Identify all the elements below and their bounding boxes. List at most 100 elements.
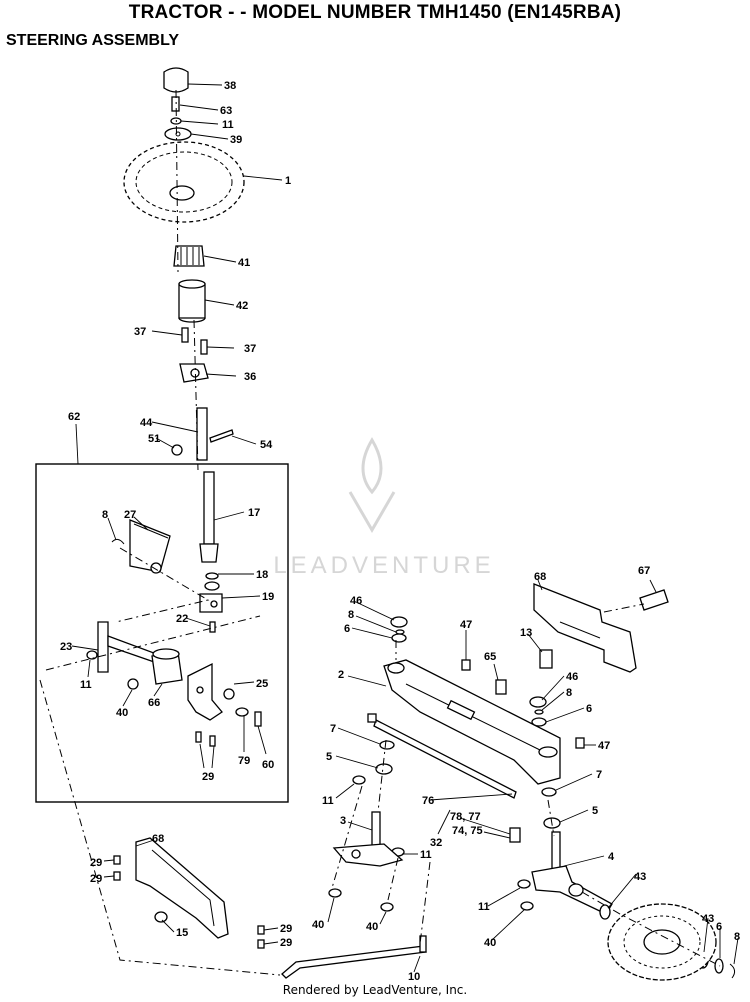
callout-54: 54 <box>260 439 273 451</box>
callout-79: 79 <box>238 755 250 767</box>
part-38-cap[interactable] <box>163 67 189 93</box>
part-15-bushing[interactable] <box>154 911 168 923</box>
part-17-steering-shaft[interactable] <box>199 471 219 563</box>
callout-11: 11 <box>222 119 234 131</box>
watermark-text: LEADVENTURE <box>273 552 495 579</box>
part-36-bracket[interactable] <box>179 363 209 383</box>
callout-36: 36 <box>244 371 256 383</box>
callout-40a: 40 <box>312 919 324 931</box>
part-63-bolt[interactable] <box>171 96 180 112</box>
part-41-adapter[interactable] <box>173 245 205 267</box>
part-42-sleeve[interactable] <box>178 279 206 323</box>
callout-40c: 40 <box>484 937 496 949</box>
callout-29d: 29 <box>280 937 292 949</box>
callout-29-kit: 29 <box>202 771 214 783</box>
callout-38: 38 <box>224 80 236 92</box>
part-40-nuts-axle[interactable] <box>328 888 534 912</box>
part-51-nut[interactable] <box>171 444 183 456</box>
part-76-drag-link[interactable] <box>367 713 517 799</box>
callout-10: 10 <box>408 971 420 983</box>
callout-5b: 5 <box>592 805 598 817</box>
callout-37a: 37 <box>134 326 146 338</box>
callout-4: 4 <box>608 851 615 863</box>
part-78-ball-joint[interactable] <box>509 827 521 843</box>
callout-40b: 40 <box>366 921 378 933</box>
part-66-bushing[interactable] <box>151 648 183 685</box>
callout-8c: 8 <box>734 931 740 943</box>
part-68-bracket-right[interactable] <box>533 583 637 673</box>
part-7-washers[interactable] <box>379 740 557 797</box>
callout-66: 66 <box>148 697 160 709</box>
callout-29c: 29 <box>280 923 292 935</box>
callout-19: 19 <box>262 591 274 603</box>
kit-62-box <box>35 463 289 803</box>
part-79-washer[interactable] <box>235 707 249 717</box>
leader-lines <box>71 83 739 973</box>
callout-47b: 47 <box>598 740 610 752</box>
part-29-screws-kit[interactable] <box>195 731 216 747</box>
callout-5a: 5 <box>326 751 332 763</box>
callout-2: 2 <box>338 669 344 681</box>
callout-labels: 38 63 11 39 1 41 42 37 37 36 62 44 51 54… <box>60 80 740 983</box>
watermark-logo <box>348 437 396 533</box>
front-tire[interactable] <box>607 903 717 981</box>
callout-63: 63 <box>220 105 232 117</box>
callout-39: 39 <box>230 134 242 146</box>
callout-11c: 11 <box>478 901 490 913</box>
part-39-plate[interactable] <box>164 127 192 141</box>
callout-43a: 43 <box>634 871 646 883</box>
callout-23: 23 <box>60 641 72 653</box>
callout-13: 13 <box>520 627 532 639</box>
callout-42: 42 <box>236 300 248 312</box>
callout-7a: 7 <box>330 723 336 735</box>
part-44-shaft[interactable] <box>196 407 208 461</box>
callout-17: 17 <box>248 507 260 519</box>
callout-27: 27 <box>124 509 136 521</box>
part-2-front-axle[interactable] <box>383 659 561 785</box>
part-23-pitman-arm[interactable] <box>97 621 163 673</box>
part-25-bracket[interactable] <box>187 662 235 721</box>
part-4-spindle-right[interactable] <box>531 831 613 915</box>
part-8-clip[interactable] <box>111 538 125 545</box>
callout-41: 41 <box>238 257 250 269</box>
callout-47a: 47 <box>460 619 472 631</box>
callout-74-75: 74, 75 <box>452 825 483 837</box>
callout-32: 32 <box>430 837 442 849</box>
callout-6a: 6 <box>344 623 350 635</box>
callout-8a: 8 <box>348 609 354 621</box>
part-27-sector-gear[interactable] <box>129 519 171 574</box>
callout-22: 22 <box>176 613 188 625</box>
part-67-bolt[interactable] <box>639 589 669 611</box>
part-22-screw[interactable] <box>209 621 216 633</box>
part-13-spacer[interactable] <box>539 649 553 669</box>
part-10-rod[interactable] <box>281 935 427 979</box>
part-18-bearing[interactable] <box>204 572 220 591</box>
callout-7b: 7 <box>596 769 602 781</box>
callout-68-right: 68 <box>534 571 546 583</box>
part-1-steering-wheel[interactable] <box>123 141 245 223</box>
callout-1: 1 <box>285 175 291 187</box>
part-11-washer-kit[interactable] <box>86 650 98 660</box>
callout-8: 8 <box>102 509 108 521</box>
part-40-nut-kit[interactable] <box>127 678 139 690</box>
section-title: STEERING ASSEMBLY <box>6 32 180 49</box>
callout-40-kit: 40 <box>116 707 128 719</box>
callout-46b: 46 <box>566 671 578 683</box>
part-6-8-tire-hardware[interactable] <box>714 958 736 979</box>
callout-29b: 29 <box>90 873 102 885</box>
part-60-bolt[interactable] <box>254 711 262 727</box>
part-3-spindle-left[interactable] <box>332 811 404 867</box>
callout-46a: 46 <box>350 595 362 607</box>
callout-60: 60 <box>262 759 274 771</box>
callout-37b: 37 <box>244 343 256 355</box>
callout-68-left: 68 <box>152 833 164 845</box>
callout-11b: 11 <box>420 849 432 861</box>
part-54-bolt[interactable] <box>209 429 234 443</box>
callout-11a: 11 <box>322 795 334 807</box>
callout-11-kit: 11 <box>80 679 92 691</box>
part-65-bushing[interactable] <box>495 679 507 695</box>
callout-15: 15 <box>176 927 188 939</box>
part-19-bracket[interactable] <box>199 593 223 613</box>
part-68-bracket-left[interactable] <box>135 837 229 939</box>
